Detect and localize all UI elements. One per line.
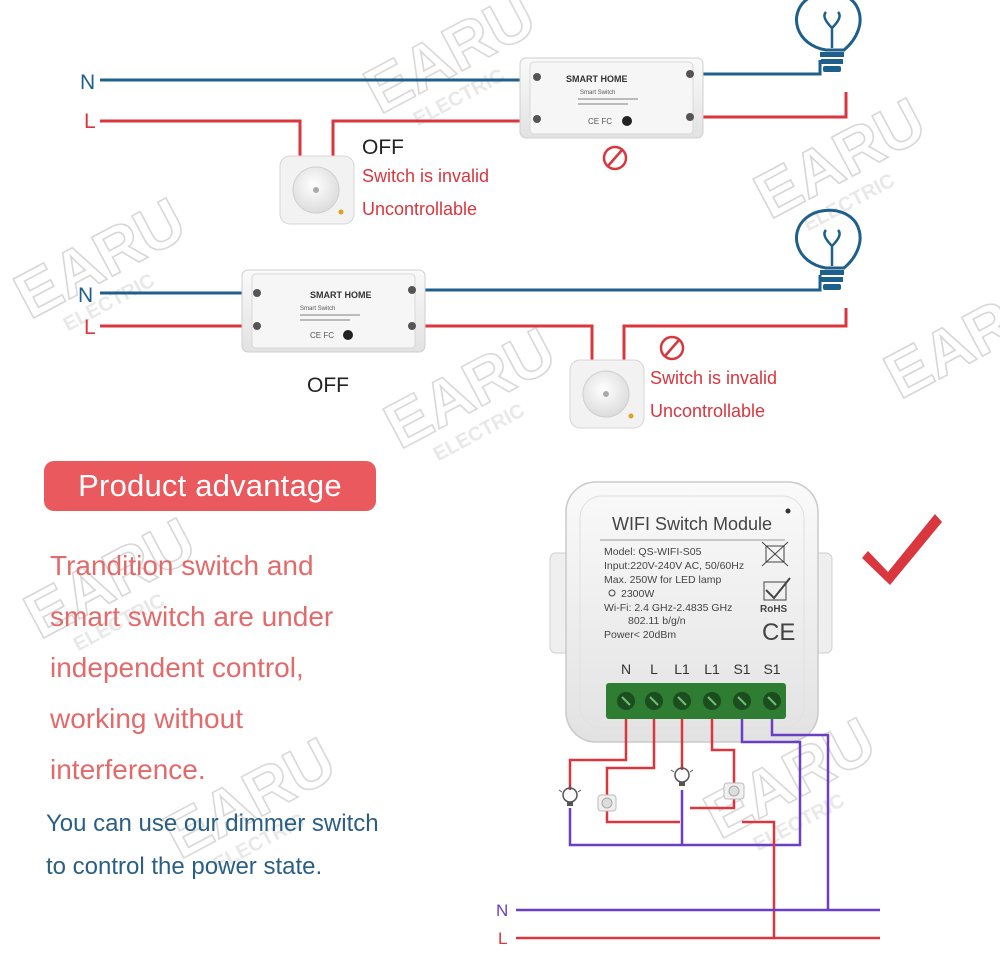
uncontrollable-text: Uncontrollable — [650, 401, 765, 421]
live-wire-return — [331, 119, 535, 158]
invalid-text: Switch is invalid — [650, 368, 777, 388]
diagram-middle: N L SMART HOME Smart Switch CE FC — [78, 208, 862, 429]
module-sub: Smart Switch — [580, 90, 615, 96]
note-line: You can use our dimmer switch — [46, 810, 379, 837]
uncontrollable-text: Uncontrollable — [362, 199, 477, 219]
switch-live-wire — [622, 308, 848, 362]
bottom-neutral-label: N — [496, 901, 508, 920]
module-brand: SMART HOME — [566, 74, 628, 84]
prohibited-icon — [602, 145, 628, 171]
module-model: Model: QS-WIFI-S05 — [604, 546, 702, 558]
check-mark-icon — [862, 514, 942, 585]
advantage-line: Trandition switch and — [50, 550, 314, 581]
svg-text:CE FC: CE FC — [588, 117, 612, 126]
terminal-label: L — [650, 661, 658, 677]
live-wire — [100, 119, 302, 158]
module-input: Input:220V-240V AC, 50/60Hz — [604, 560, 744, 572]
terminal-label: S1 — [733, 661, 750, 677]
module-title: WIFI Switch Module — [612, 514, 772, 534]
rohs-check-icon — [763, 577, 791, 601]
module-standard: 802.11 b/g/n — [628, 615, 686, 627]
product-advantage-title: Product advantage — [78, 468, 342, 503]
neutral-label: N — [80, 71, 95, 94]
advantage-description: Trandition switch and smart switch are u… — [50, 540, 470, 795]
bulb-icon-small — [558, 784, 582, 806]
dimmer-switch — [569, 359, 645, 429]
watermark-brand: EARU — [873, 264, 1000, 413]
wifi-switch-module: WIFI Switch Module Model: QS-WIFI-S05 In… — [549, 481, 833, 743]
weee-bin-icon — [761, 541, 789, 567]
output-live-wire — [412, 324, 594, 362]
svg-text:CE FC: CE FC — [310, 331, 334, 340]
state-label: OFF — [362, 136, 404, 159]
neutral-label: N — [78, 284, 93, 307]
dimmer-icon-small — [597, 782, 745, 812]
bottom-wiring — [516, 719, 880, 940]
module-max: Max. 250W for LED lamp — [604, 574, 721, 586]
advantage-line: interference. — [50, 754, 206, 785]
note-line: to control the power state. — [46, 853, 323, 880]
module-power: 2300W — [621, 588, 654, 600]
diagram-top: N L SMART HOME Smart Switch CE FC — [80, 0, 862, 225]
rohs-label: RoHS — [760, 604, 788, 615]
terminal-label: L1 — [704, 661, 720, 677]
advantage-line: independent control, — [50, 652, 304, 683]
dimmer-switch — [279, 155, 355, 225]
advantage-line: smart switch are under — [50, 601, 334, 632]
light-bulb-icon — [795, 0, 862, 72]
light-bulb-icon — [795, 208, 862, 290]
terminal-label: L1 — [674, 661, 690, 677]
output-neutral-wire — [690, 60, 822, 76]
live-label: L — [84, 110, 96, 133]
prohibited-icon — [659, 335, 685, 361]
module-brand: SMART HOME — [310, 290, 372, 300]
smart-switch-module: SMART HOME Smart Switch CE FC — [519, 57, 704, 139]
terminal-label: N — [621, 661, 631, 677]
live-label: L — [84, 316, 96, 339]
invalid-text: Switch is invalid — [362, 166, 489, 186]
ce-mark: CE — [762, 619, 795, 646]
output-live-wire — [690, 92, 848, 119]
module-wifi: Wi-Fi: 2.4 GHz-2.4835 GHz — [604, 602, 732, 614]
bottom-live-label: L — [498, 929, 507, 948]
sun-icon — [608, 589, 616, 597]
smart-switch-module: SMART HOME Smart Switch CE FC — [241, 269, 426, 353]
dimmer-note: You can use our dimmer switch to control… — [46, 802, 379, 888]
bulb-icon-small — [670, 764, 694, 786]
output-neutral-wire — [412, 275, 822, 292]
terminal-label: S1 — [763, 661, 780, 677]
module-sub: Smart Switch — [300, 306, 335, 312]
state-label: OFF — [307, 374, 349, 397]
module-tx-power: Power< 20dBm — [604, 629, 676, 641]
advantage-line: working without — [50, 703, 243, 734]
product-advantage-badge: Product advantage — [44, 461, 376, 511]
